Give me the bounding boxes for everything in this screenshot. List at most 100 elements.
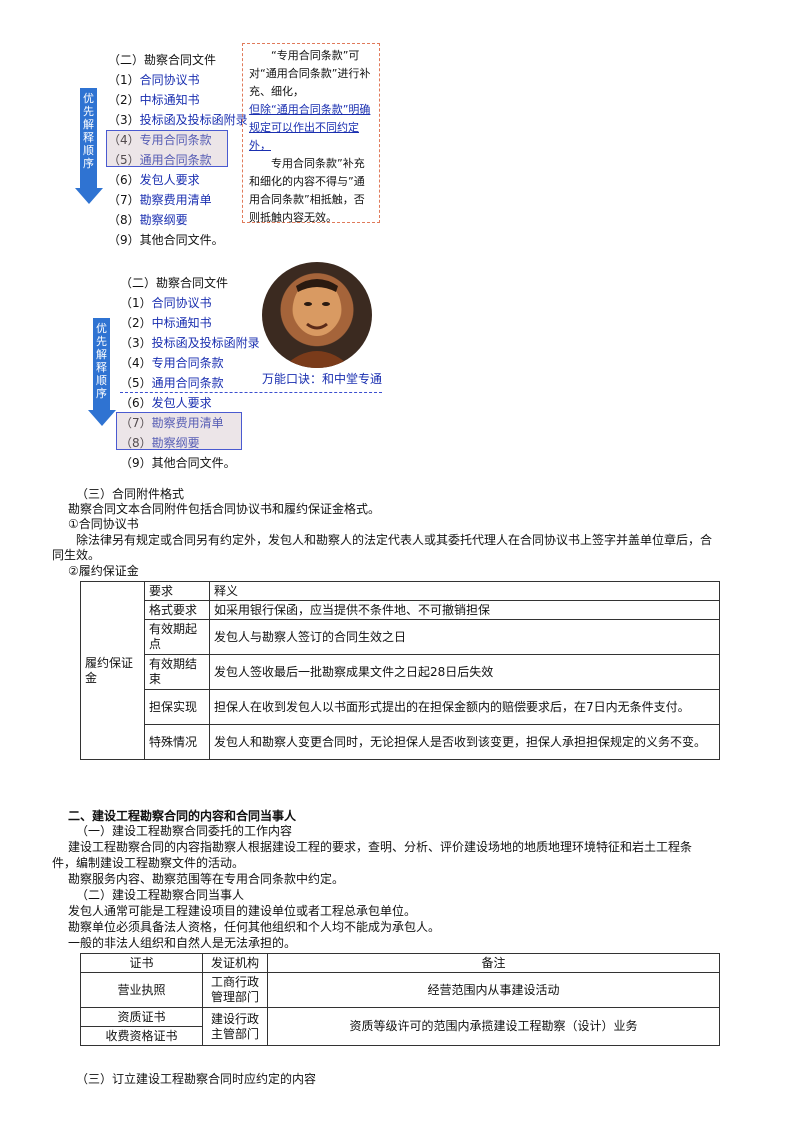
divider-dashed bbox=[120, 392, 382, 393]
list-item-number: （2） bbox=[108, 93, 140, 107]
section3-para1b: 同生效。 bbox=[52, 548, 101, 562]
section3-sub2: ②履约保证金 bbox=[68, 564, 139, 578]
list-item-text: 勘察费用清单 bbox=[151, 416, 224, 430]
section-two-s2p1: 发包人通常可能是工程建设项目的建设单位或者工程总承包单位。 bbox=[68, 904, 417, 918]
list-item-number: （6） bbox=[108, 173, 140, 187]
list-item-text: 通用合同条款 bbox=[151, 376, 224, 390]
list-item-number: （4） bbox=[120, 356, 152, 370]
list-item-text: 其他合同文件。 bbox=[139, 233, 224, 247]
section-two-s2p2: 勘察单位必须具备法人资格，任何其他组织和个人均不能成为承包人。 bbox=[68, 920, 441, 934]
bond-row-key: 有效期起点 bbox=[144, 619, 210, 655]
list-item-text: 其他合同文件。 bbox=[151, 456, 236, 470]
list-item-text: 勘察费用清单 bbox=[139, 193, 212, 207]
section-two-s1: （一）建设工程勘察合同委托的工作内容 bbox=[76, 824, 293, 838]
bond-row-value: 担保人在收到发包人以书面形式提出的在担保金额内的赔偿要求后，在7日内无条件支付。 bbox=[209, 689, 720, 725]
list-item-text: 发包人要求 bbox=[139, 173, 200, 187]
list-item-number: （8） bbox=[120, 436, 152, 450]
list-item: （1）合同协议书 bbox=[108, 72, 200, 88]
cert-row-name: 营业执照 bbox=[80, 972, 203, 1008]
priority-arrow-2-head bbox=[88, 410, 116, 426]
priority-arrow-2: 优先解释顺序 bbox=[93, 318, 110, 410]
note-p1a: “专用合同条款”可对“通用合同条款”进行补充、细化， bbox=[249, 49, 371, 98]
list2-title: （二）勘察合同文件 bbox=[120, 276, 229, 290]
cert-row-name: 资质证书 bbox=[80, 1007, 203, 1027]
list-item-number: （5） bbox=[108, 153, 140, 167]
mnemonic-caption: 万能口诀：和中堂专通 bbox=[262, 372, 383, 386]
note-p2: 专用合同条款”补充和细化的内容不得与”通用合同条款”相抵触，否则抵触内容无效。 bbox=[249, 157, 365, 224]
cert-header-issuer: 发证机构 bbox=[202, 953, 268, 973]
bond-row-value: 发包人与勘察人签订的合同生效之日 bbox=[209, 619, 720, 655]
highlight-box-7-8 bbox=[116, 412, 242, 450]
list-item-number: （9） bbox=[108, 233, 140, 247]
list-item-number: （2） bbox=[120, 316, 152, 330]
list-item: （2）中标通知书 bbox=[108, 92, 200, 108]
list-item-text: 勘察纲要 bbox=[139, 213, 188, 227]
list-item-text: 专用合同条款 bbox=[139, 133, 212, 147]
section-two-s2: （二）建设工程勘察合同当事人 bbox=[76, 888, 245, 902]
list-item: （5）通用合同条款 bbox=[108, 152, 212, 168]
bond-col2-header: 释义 bbox=[209, 581, 720, 601]
list-item: （7）勘察费用清单 bbox=[108, 192, 212, 208]
list-item-text: 合同协议书 bbox=[151, 296, 212, 310]
section3-sub1: ①合同协议书 bbox=[68, 517, 139, 531]
list-item-number: （6） bbox=[120, 396, 152, 410]
section-two-s1p1b: 件，编制建设工程勘察文件的活动。 bbox=[52, 856, 245, 870]
section3-line1: 勘察合同文本合同附件包括合同协议书和履约保证金格式。 bbox=[68, 502, 381, 516]
cert-row-issuer: 工商行政管理部门 bbox=[202, 972, 268, 1008]
bond-row-key: 特殊情况 bbox=[144, 724, 210, 760]
bond-row-header: 履约保证金 bbox=[80, 581, 145, 760]
bond-row-key: 担保实现 bbox=[144, 689, 210, 725]
list-item-text: 中标通知书 bbox=[151, 316, 212, 330]
list-item-text: 专用合同条款 bbox=[151, 356, 224, 370]
list-item-text: 勘察纲要 bbox=[151, 436, 200, 450]
list-item: （8）勘察纲要 bbox=[120, 435, 200, 451]
list-item-text: 投标函及投标函附录 bbox=[151, 336, 260, 350]
list-item: （2）中标通知书 bbox=[120, 315, 212, 331]
list-item-text: 中标通知书 bbox=[139, 93, 200, 107]
cert-row-issuer: 建设行政主管部门 bbox=[202, 1007, 268, 1046]
cert-header-remark: 备注 bbox=[267, 953, 720, 973]
list-item-number: （3） bbox=[120, 336, 152, 350]
highlight-box-4-5 bbox=[106, 130, 228, 167]
bond-col1-header: 要求 bbox=[144, 581, 210, 601]
section-three-two-heading: （三）订立建设工程勘察合同时应约定的内容 bbox=[76, 1072, 317, 1086]
list-item-text: 通用合同条款 bbox=[139, 153, 212, 167]
section-two-heading: 二、建设工程勘察合同的内容和合同当事人 bbox=[68, 809, 297, 823]
list-item-number: （1） bbox=[108, 73, 140, 87]
list-item-number: （3） bbox=[108, 113, 140, 127]
section-two-s1p1a: 建设工程勘察合同的内容指勘察人根据建设工程的要求，查明、分析、评价建设场地的地质… bbox=[68, 840, 693, 854]
list1-title: （二）勘察合同文件 bbox=[108, 53, 217, 67]
list-item-number: （9） bbox=[120, 456, 152, 470]
list-item: （5）通用合同条款 bbox=[120, 375, 224, 391]
list-item-text: 合同协议书 bbox=[139, 73, 200, 87]
list-item: （8）勘察纲要 bbox=[108, 212, 188, 228]
list-item-number: （5） bbox=[120, 376, 152, 390]
bond-row-value: 如采用银行保函，应当提供不条件地、不可撤销担保 bbox=[209, 600, 720, 620]
list-item: （4）专用合同条款 bbox=[108, 132, 212, 148]
bond-row-value: 发包人签收最后一批勘察成果文件之日起28日后失效 bbox=[209, 654, 720, 690]
bond-table: 履约保证金 要求 释义 格式要求 如采用银行保函，应当提供不条件地、不可撤销担保… bbox=[80, 581, 720, 760]
bond-row-key: 有效期结束 bbox=[144, 654, 210, 690]
list-item: （9）其他合同文件。 bbox=[120, 455, 236, 471]
certificate-table: 证书 发证机构 备注 营业执照 工商行政管理部门 经营范围内从事建设活动 资质证… bbox=[80, 953, 720, 1046]
cert-header-certificate: 证书 bbox=[80, 953, 203, 973]
bond-row-key: 格式要求 bbox=[144, 600, 210, 620]
list-item: （3）投标函及投标函附录 bbox=[108, 112, 248, 128]
section-two-s1p2: 勘察服务内容、勘察范围等在专用合同条款中约定。 bbox=[68, 872, 345, 886]
list-item-number: （8） bbox=[108, 213, 140, 227]
priority-arrow-2-text: 优先解释顺序 bbox=[96, 322, 107, 400]
list-item-number: （7） bbox=[108, 193, 140, 207]
list-item-number: （7） bbox=[120, 416, 152, 430]
cert-row-name: 收费资格证书 bbox=[80, 1026, 203, 1046]
list-item: （9）其他合同文件。 bbox=[108, 232, 224, 248]
cert-row-remark: 经营范围内从事建设活动 bbox=[267, 972, 720, 1008]
portrait-image bbox=[262, 262, 372, 368]
note-box: “专用合同条款”可对“通用合同条款”进行补充、细化， 但除“通用合同条款”明确规… bbox=[242, 43, 380, 224]
priority-arrow-1-head bbox=[75, 188, 103, 204]
priority-arrow-1: 优先解释顺序 bbox=[80, 88, 97, 188]
list-item: （6）发包人要求 bbox=[108, 172, 200, 188]
list-item: （3）投标函及投标函附录 bbox=[120, 335, 260, 351]
priority-arrow-1-text: 优先解释顺序 bbox=[83, 92, 94, 170]
section3-heading: （三）合同附件格式 bbox=[76, 487, 185, 501]
list-item: （7）勘察费用清单 bbox=[120, 415, 224, 431]
